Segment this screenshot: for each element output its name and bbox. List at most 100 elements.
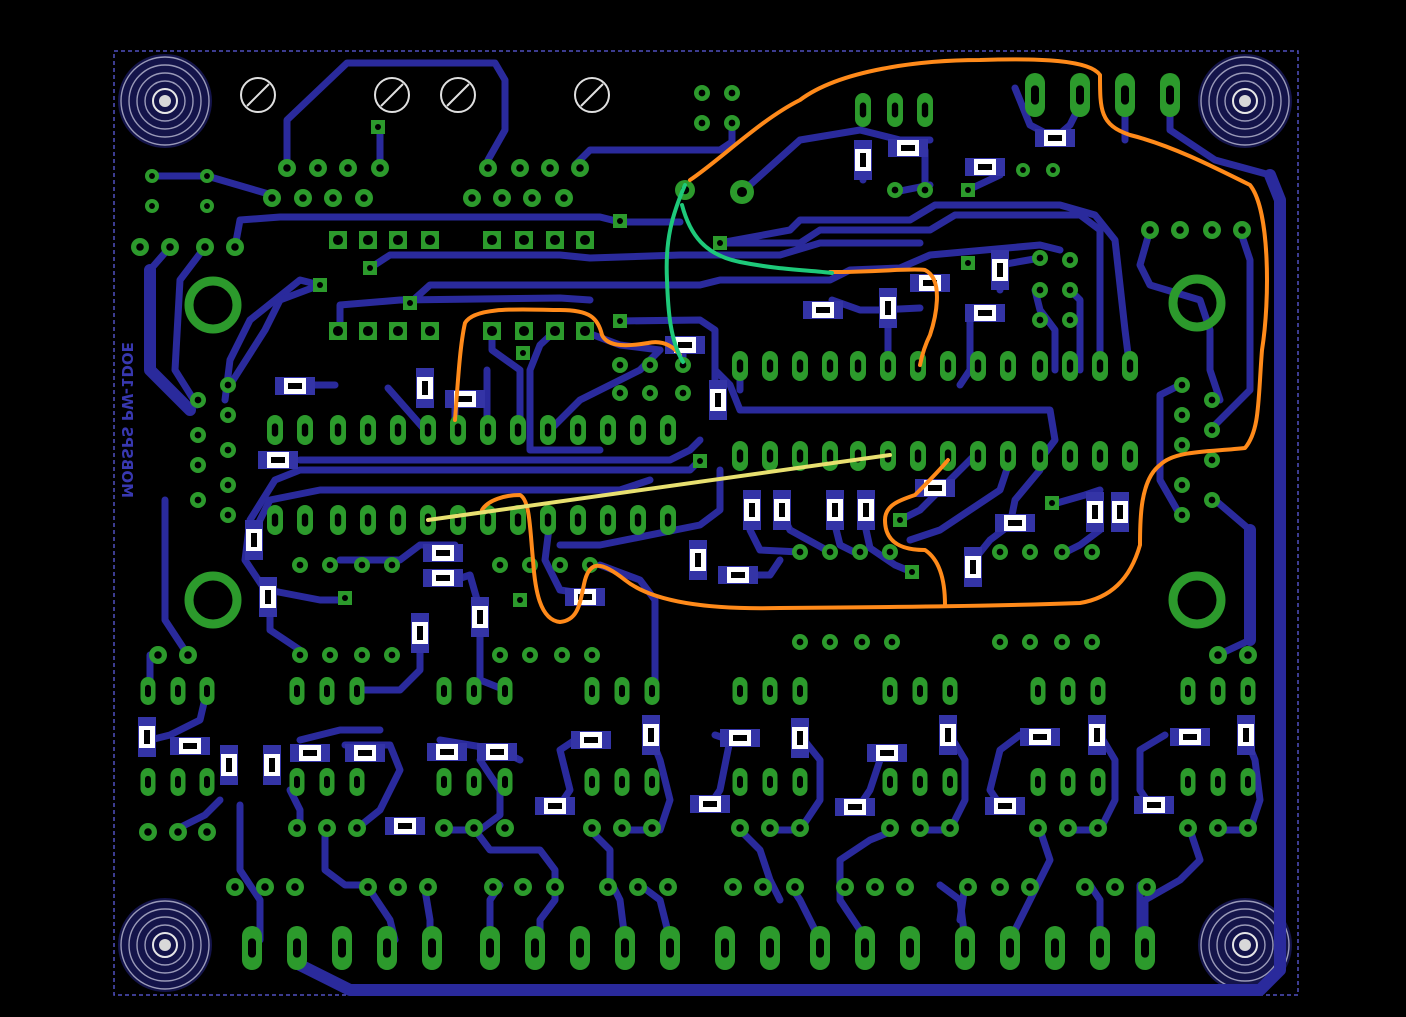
trace <box>406 241 1064 307</box>
oval-pad <box>792 441 808 471</box>
trace <box>221 276 324 404</box>
oval-pad <box>1060 768 1076 796</box>
trace <box>556 466 724 549</box>
oval-pad <box>267 415 283 445</box>
smd-resistor <box>245 520 263 560</box>
oval-pad <box>1210 768 1226 796</box>
terminal-pad <box>810 926 830 970</box>
pad <box>514 878 532 896</box>
pad <box>161 238 179 256</box>
pad <box>675 357 691 373</box>
smd-resistor <box>471 597 489 637</box>
pad <box>1032 250 1048 266</box>
pad <box>339 159 357 177</box>
via <box>713 236 727 250</box>
pad <box>917 182 933 198</box>
oval-pad <box>822 351 838 381</box>
pad <box>599 878 617 896</box>
smd-resistor <box>991 250 1009 290</box>
pad <box>791 819 809 837</box>
pad <box>959 878 977 896</box>
pad <box>1021 878 1039 896</box>
trace <box>861 521 916 576</box>
oval-pad <box>199 768 215 796</box>
smd-resistor <box>263 745 281 785</box>
pad <box>1174 407 1190 423</box>
via <box>613 314 627 328</box>
terminal-pad <box>1090 926 1110 970</box>
square-pad <box>329 322 347 340</box>
power-trace <box>144 264 196 416</box>
pad <box>1106 878 1124 896</box>
terminal-pad <box>422 926 442 970</box>
trace <box>906 456 1014 544</box>
oval-pad <box>644 677 660 705</box>
terminal-pad <box>660 926 680 970</box>
pad <box>881 819 899 837</box>
smd-resistor <box>965 158 1005 176</box>
pad <box>1141 221 1159 239</box>
pad <box>511 159 529 177</box>
screw-terminal <box>574 77 610 113</box>
pad <box>724 85 740 101</box>
pad <box>552 557 568 573</box>
trace <box>736 826 784 904</box>
pad <box>613 819 631 837</box>
smd-resistor <box>571 731 611 749</box>
pad <box>991 878 1009 896</box>
square-pad <box>546 231 564 249</box>
pad <box>541 159 559 177</box>
smd-resistor <box>879 288 897 328</box>
pad <box>792 544 808 560</box>
oval-pad <box>570 505 586 535</box>
pad <box>911 819 929 837</box>
trace <box>488 326 524 429</box>
oval-pad <box>1240 768 1256 796</box>
oval-pad <box>349 677 365 705</box>
pad <box>1084 544 1100 560</box>
smd-resistor <box>565 588 605 606</box>
oval-pad <box>850 441 866 471</box>
trace <box>916 731 969 834</box>
smd-resistor <box>423 544 463 562</box>
pad <box>1059 819 1077 837</box>
oval-pad <box>540 505 556 535</box>
square-pad <box>576 231 594 249</box>
oval-pad <box>140 677 156 705</box>
pad <box>896 878 914 896</box>
pad <box>1022 634 1038 650</box>
trace <box>571 118 736 169</box>
pad <box>761 819 779 837</box>
oval-pad <box>390 415 406 445</box>
pad <box>318 819 336 837</box>
pad <box>200 169 214 183</box>
screw-terminal <box>440 77 476 113</box>
trace <box>384 384 429 434</box>
smd-resistor <box>803 301 843 319</box>
pad <box>1204 422 1220 438</box>
oval-pad <box>762 768 778 796</box>
oval-pad <box>1030 677 1046 705</box>
oval-pad <box>762 351 778 381</box>
pad <box>1054 634 1070 650</box>
pad <box>555 189 573 207</box>
oval-pad <box>882 677 898 705</box>
pad <box>1046 163 1060 177</box>
oval-pad <box>660 415 676 445</box>
trace <box>171 243 209 409</box>
square-pad <box>515 322 533 340</box>
pad <box>884 634 900 650</box>
trace <box>146 686 211 744</box>
pad <box>419 878 437 896</box>
oval-pad <box>289 768 305 796</box>
airwire-green <box>664 183 834 364</box>
oval-pad <box>1240 677 1256 705</box>
via <box>371 120 385 134</box>
trace <box>1006 826 1054 944</box>
trace <box>766 731 824 834</box>
pad <box>322 647 338 663</box>
oval-pad <box>450 505 466 535</box>
pad <box>1089 819 1107 837</box>
pad <box>730 180 754 204</box>
smd-resistor <box>1086 492 1104 532</box>
